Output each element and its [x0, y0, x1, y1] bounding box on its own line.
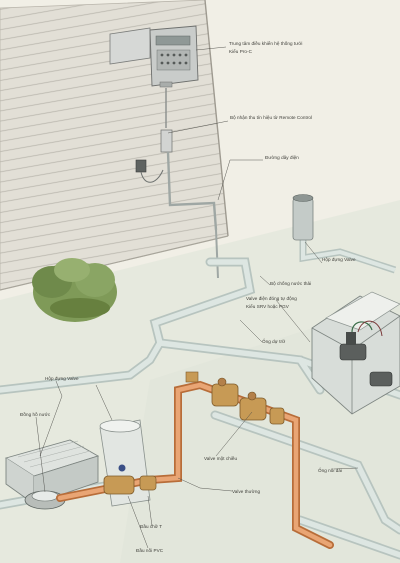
pvc-pipes: [0, 257, 400, 560]
label-tee: Đầu chữ T: [140, 524, 163, 529]
label-filter: Bộ chống nước thải: [270, 281, 312, 286]
label-check-valve: Valve một chiều: [204, 456, 238, 461]
pop-up-sprinkler-icon: [292, 194, 397, 274]
label-valve-box-right: Hộp đựng Valve: [322, 257, 356, 262]
label-remote-receiver: Bộ nhận thu tín hiệu từ Remote Control: [230, 115, 313, 120]
label-power-line: Đường dây điện: [265, 155, 299, 160]
label-water-meter: Đồng hồ nước: [20, 412, 51, 417]
label-controller-model: Kiểu Pro-C: [229, 49, 252, 54]
label-pvc-adapter: Đầu nối PVC: [136, 548, 164, 553]
label-controller: Trung tâm điều khiển hệ thống tưới: [229, 41, 303, 46]
label-gate-valve: Valve thường: [232, 489, 261, 494]
label-main-pipe: Ống dự trữ: [262, 339, 286, 344]
leader-lines: [35, 46, 359, 549]
label-auto-valve: Valve điện đóng tự động: [246, 296, 297, 301]
bush-icon: [32, 258, 117, 322]
label-auto-valve-model: Kiểu SRV hoặc PGV: [246, 304, 289, 309]
label-pipe-connector: Ống nối dài: [318, 468, 343, 473]
label-valve-box-left: Hộp đựng Valve: [45, 376, 79, 381]
solenoid-valve-icon: [339, 320, 393, 387]
remote-receiver: [135, 88, 219, 279]
water-meter: [24, 490, 66, 510]
controller-icon: [109, 25, 199, 88]
brass-fittings: [103, 371, 285, 495]
